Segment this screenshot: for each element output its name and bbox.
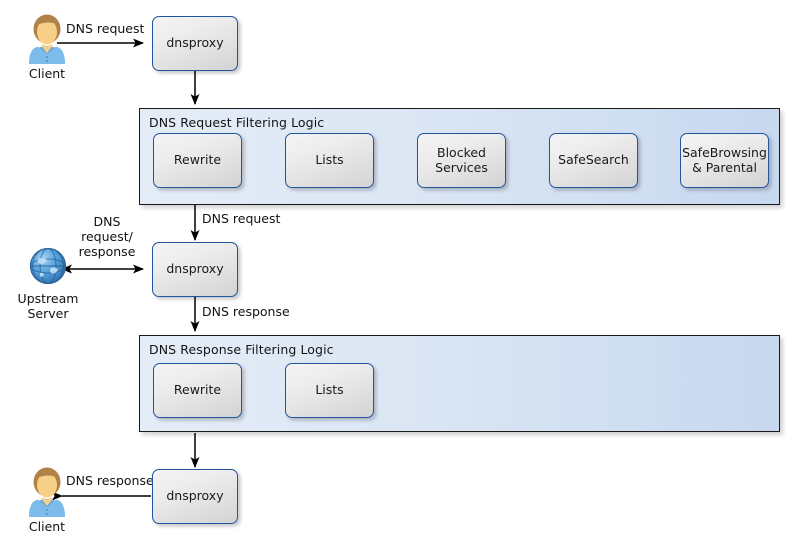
stage-rewrite[interactable]: Rewrite	[153, 133, 242, 188]
edge-label-dnsproxy-to-response-panel: DNS response	[202, 304, 290, 319]
user-avatar-icon	[24, 467, 70, 517]
actor-upstream-server: Upstream Server	[17, 243, 79, 322]
stage-lists-response[interactable]: Lists	[285, 363, 374, 418]
edge-label-request-panel-to-dnsproxy: DNS request	[202, 211, 281, 226]
stage-safesearch[interactable]: SafeSearch	[549, 133, 638, 188]
stage-safebrowsing-parental[interactable]: SafeBrowsing & Parental	[680, 133, 769, 188]
response-filtering-panel-title: DNS Response Filtering Logic	[149, 342, 334, 357]
dnsproxy-top-box[interactable]: dnsproxy	[152, 16, 238, 71]
dnsproxy-bottom-box[interactable]: dnsproxy	[152, 469, 238, 524]
stage-lists[interactable]: Lists	[285, 133, 374, 188]
actor-client-top: Client	[18, 14, 76, 82]
edge-label-upstream-exchange: DNS request/ response	[78, 214, 136, 259]
user-avatar-icon	[24, 14, 70, 64]
dnsproxy-middle-box[interactable]: dnsproxy	[152, 242, 238, 297]
globe-icon	[25, 243, 71, 289]
response-filtering-panel: DNS Response Filtering Logic	[139, 335, 780, 432]
stage-rewrite-response[interactable]: Rewrite	[153, 363, 242, 418]
actor-caption: Upstream Server	[17, 291, 79, 321]
actor-client-bottom: Client	[18, 467, 76, 535]
actor-caption: Client	[28, 66, 66, 81]
edge-label-dnsproxy-to-client: DNS response	[66, 473, 154, 488]
edge-label-client-to-dnsproxy: DNS request	[66, 21, 145, 36]
request-filtering-panel-title: DNS Request Filtering Logic	[149, 115, 325, 130]
actor-caption: Client	[28, 519, 66, 534]
stage-blocked-services[interactable]: Blocked Services	[417, 133, 506, 188]
